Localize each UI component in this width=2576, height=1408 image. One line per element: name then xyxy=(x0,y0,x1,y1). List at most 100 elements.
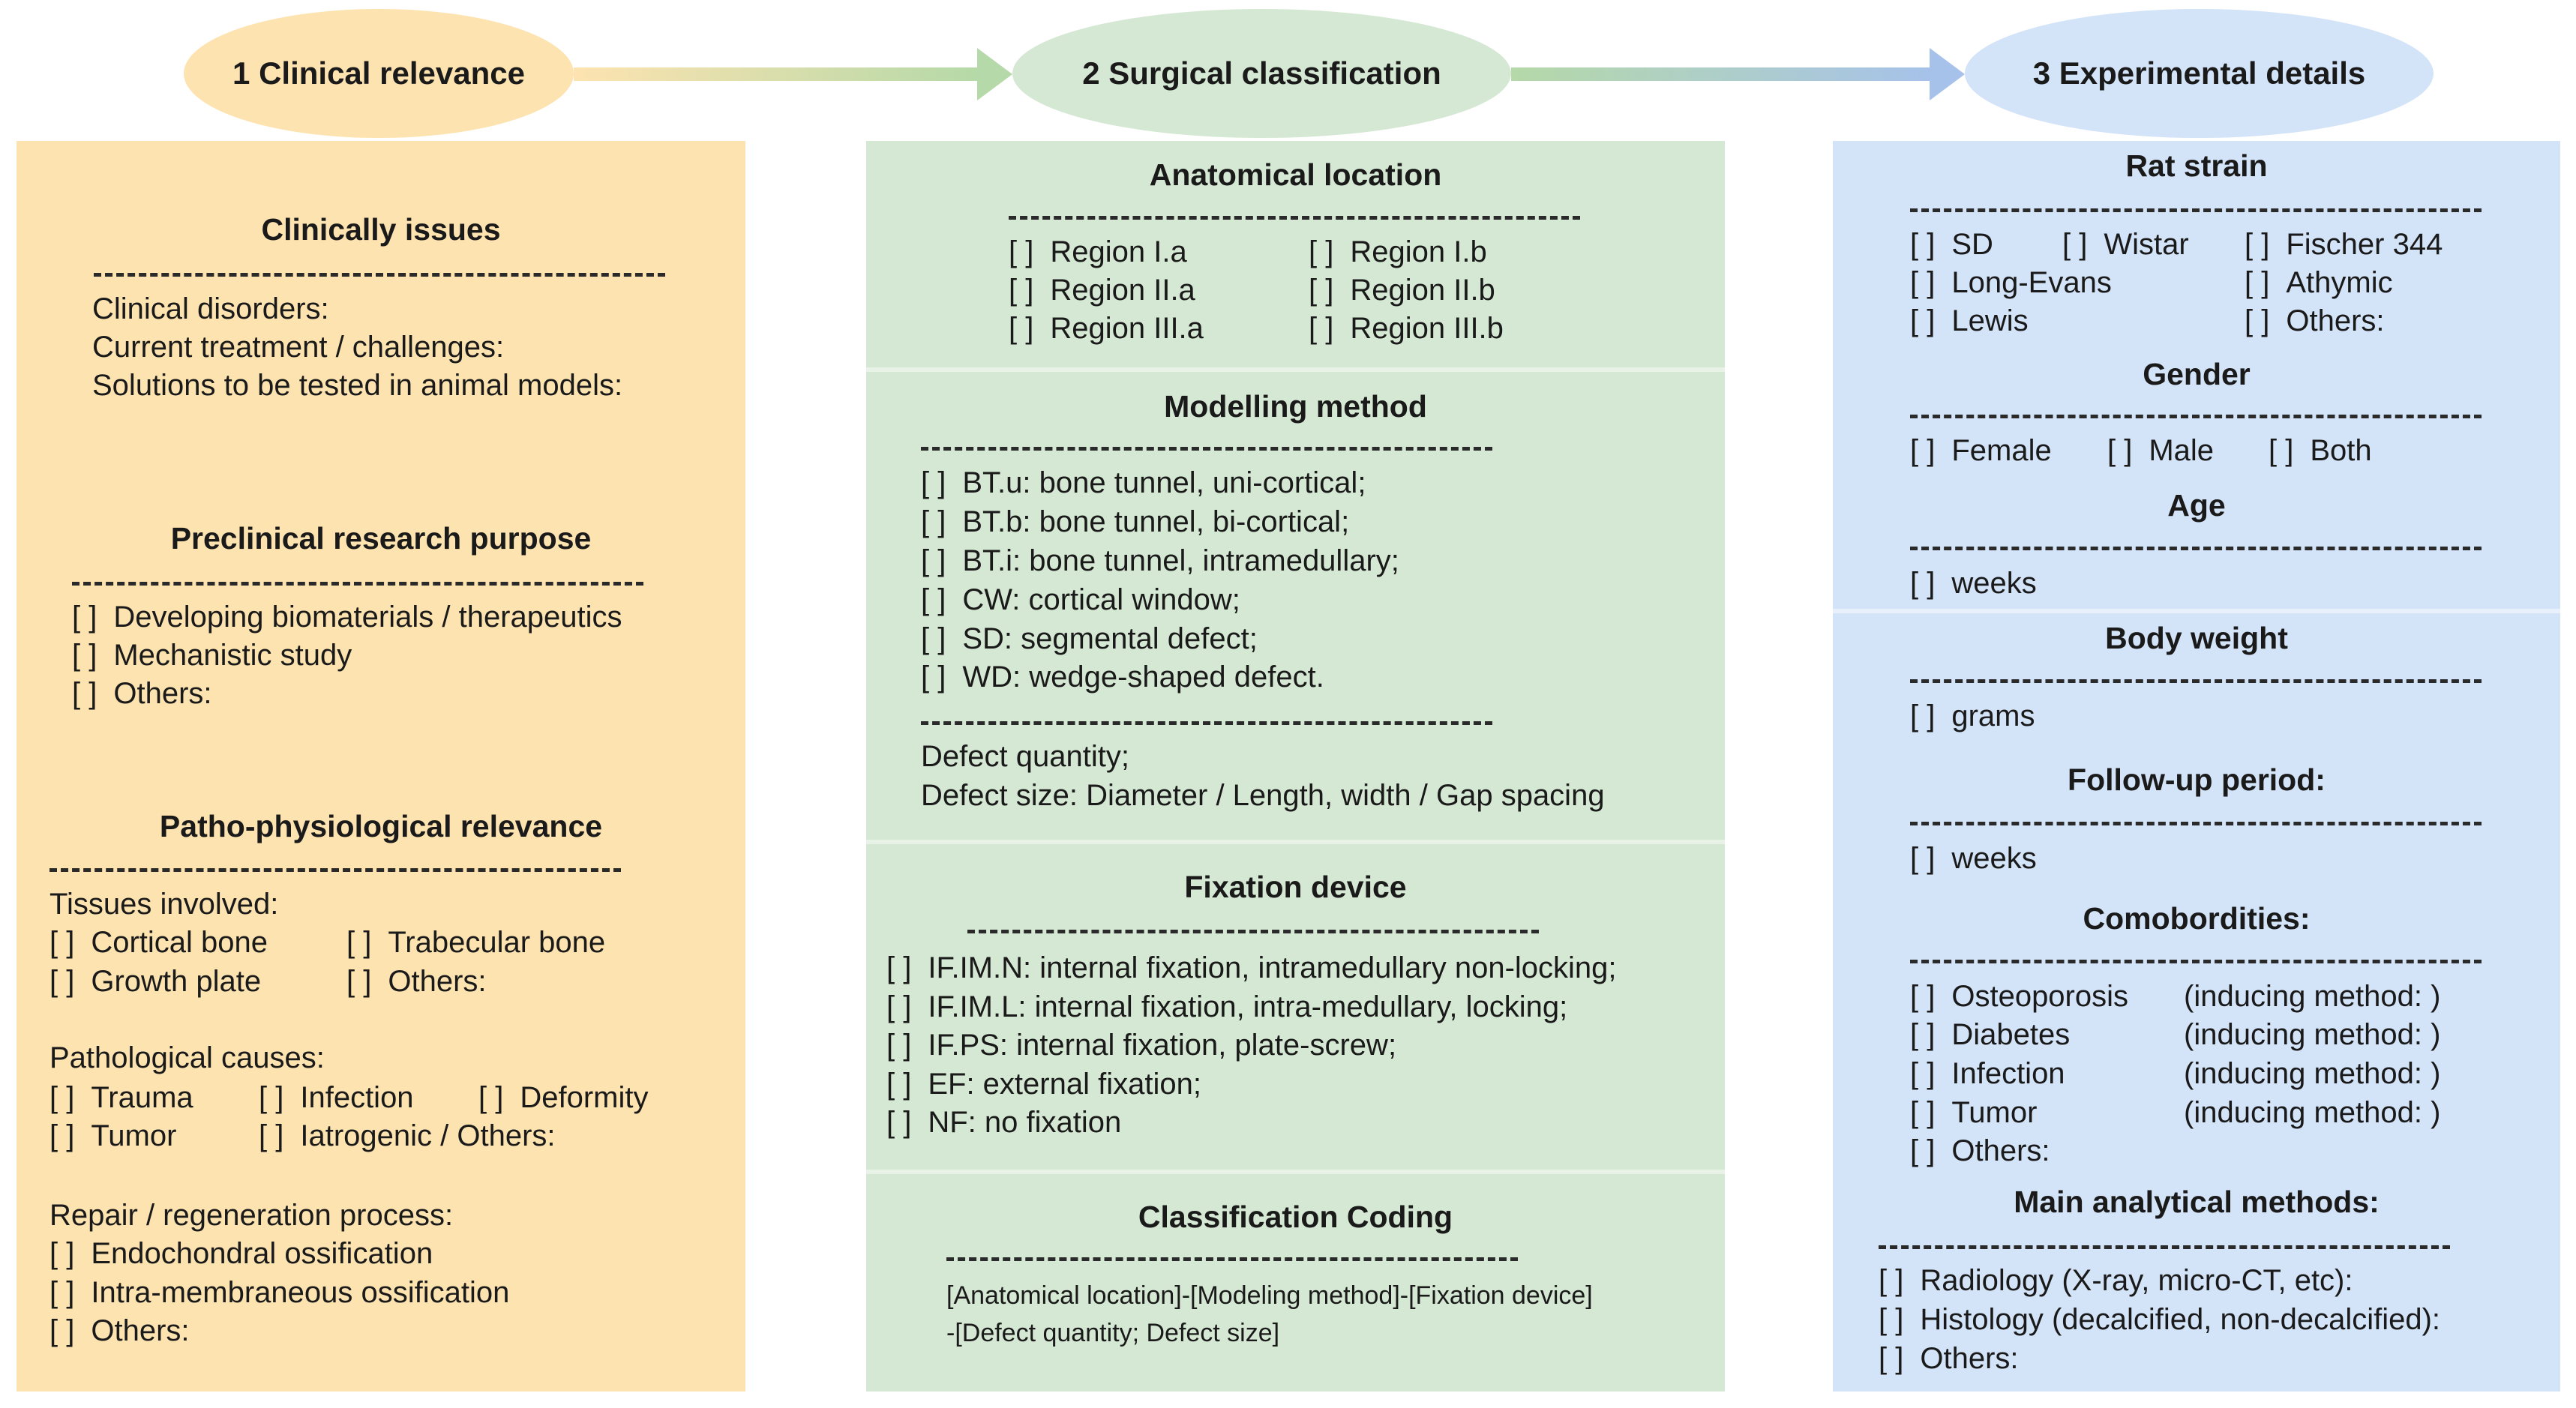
checkbox[interactable]: [ ] xyxy=(921,622,946,655)
cause-option[interactable]: [ ]Trauma xyxy=(49,1079,193,1117)
checkbox[interactable]: [ ] xyxy=(2107,434,2133,467)
checkbox[interactable]: [ ] xyxy=(921,544,946,577)
purpose-option[interactable]: [ ]Others: xyxy=(72,675,212,713)
checkbox[interactable]: [ ] xyxy=(346,926,372,959)
strain-option[interactable]: [ ]Fischer 344 xyxy=(2245,226,2443,264)
checkbox[interactable]: [ ] xyxy=(72,639,97,672)
analysis-option[interactable]: [ ]Histology (decalcified, non-decalcifi… xyxy=(1879,1301,2440,1339)
checkbox[interactable]: [ ] xyxy=(49,1314,75,1347)
modelling-option[interactable]: [ ]CW: cortical window; xyxy=(921,581,1240,619)
checkbox[interactable]: [ ] xyxy=(1009,312,1034,345)
region-option[interactable]: [ ]Region I.a xyxy=(1009,233,1187,271)
region-option[interactable]: [ ]Region III.b xyxy=(1309,310,1504,348)
checkbox[interactable]: [ ] xyxy=(1910,980,1936,1013)
strain-option[interactable]: [ ]Long-Evans xyxy=(1910,264,2112,302)
strain-option[interactable]: [ ]Wistar xyxy=(2062,226,2189,264)
comorbidity-option[interactable]: [ ]Others: xyxy=(1910,1132,2050,1170)
checkbox[interactable]: [ ] xyxy=(1009,235,1034,268)
analysis-option[interactable]: [ ]Others: xyxy=(1879,1340,2019,1378)
checkbox[interactable]: [ ] xyxy=(886,951,912,984)
analysis-option[interactable]: [ ]Radiology (X-ray, micro-CT, etc): xyxy=(1879,1262,2353,1300)
checkbox[interactable]: [ ] xyxy=(1910,228,1936,261)
tissue-option[interactable]: [ ]Growth plate xyxy=(49,963,261,1001)
checkbox[interactable]: [ ] xyxy=(259,1081,284,1114)
comorbidity-option[interactable]: [ ]Infection xyxy=(1910,1055,2065,1093)
gender-option[interactable]: [ ]Male xyxy=(2107,432,2214,470)
cause-option[interactable]: [ ]Infection xyxy=(259,1079,414,1117)
checkbox[interactable]: [ ] xyxy=(2269,434,2294,467)
repair-option[interactable]: [ ]Others: xyxy=(49,1312,190,1350)
tissue-option[interactable]: [ ]Cortical bone xyxy=(49,924,268,962)
checkbox[interactable]: [ ] xyxy=(1910,842,1936,875)
checkbox[interactable]: [ ] xyxy=(2245,228,2270,261)
checkbox[interactable]: [ ] xyxy=(1309,235,1334,268)
checkbox[interactable]: [ ] xyxy=(2245,266,2270,299)
strain-option[interactable]: [ ]SD xyxy=(1910,226,1993,264)
region-option[interactable]: [ ]Region II.a xyxy=(1009,271,1195,310)
checkbox[interactable]: [ ] xyxy=(921,505,946,538)
strain-option[interactable]: [ ]Lewis xyxy=(1910,302,2029,340)
checkbox[interactable]: [ ] xyxy=(1910,304,1936,337)
fixation-option[interactable]: [ ]IF.PS: internal fixation, plate-screw… xyxy=(886,1026,1396,1065)
checkbox[interactable]: [ ] xyxy=(1879,1264,1904,1297)
checkbox[interactable]: [ ] xyxy=(259,1119,284,1152)
purpose-option[interactable]: [ ]Developing biomaterials / therapeutic… xyxy=(72,598,622,637)
purpose-option[interactable]: [ ]Mechanistic study xyxy=(72,637,352,675)
checkbox[interactable]: [ ] xyxy=(1910,1134,1936,1167)
checkbox[interactable]: [ ] xyxy=(886,1106,912,1139)
checkbox[interactable]: [ ] xyxy=(886,1029,912,1062)
fixation-option[interactable]: [ ]IF.IM.N: internal fixation, intramedu… xyxy=(886,949,1617,987)
repair-option[interactable]: [ ]Endochondral ossification xyxy=(49,1235,433,1273)
checkbox[interactable]: [ ] xyxy=(2245,304,2270,337)
checkbox[interactable]: [ ] xyxy=(921,661,946,694)
modelling-option[interactable]: [ ]BT.b: bone tunnel, bi-cortical; xyxy=(921,503,1349,541)
checkbox[interactable]: [ ] xyxy=(1910,700,1936,732)
modelling-option[interactable]: [ ]WD: wedge-shaped defect. xyxy=(921,658,1324,697)
checkbox[interactable]: [ ] xyxy=(49,1276,75,1309)
checkbox[interactable]: [ ] xyxy=(1009,274,1034,307)
tissue-option[interactable]: [ ]Trabecular bone xyxy=(346,924,605,962)
region-option[interactable]: [ ]Region II.b xyxy=(1309,271,1495,310)
comorbidity-option[interactable]: [ ]Diabetes xyxy=(1910,1016,2070,1054)
tissue-option[interactable]: [ ]Others: xyxy=(346,963,487,1001)
checkbox[interactable]: [ ] xyxy=(49,1081,75,1114)
gender-option[interactable]: [ ]Both xyxy=(2269,432,2372,470)
cause-option[interactable]: [ ]Tumor xyxy=(49,1117,176,1155)
age-field[interactable]: [ ]weeks xyxy=(1910,565,2037,603)
modelling-option[interactable]: [ ]BT.u: bone tunnel, uni-cortical; xyxy=(921,464,1366,502)
cause-option[interactable]: [ ]Iatrogenic / Others: xyxy=(259,1117,556,1155)
modelling-option[interactable]: [ ]SD: segmental defect; xyxy=(921,620,1258,658)
checkbox[interactable]: [ ] xyxy=(1910,266,1936,299)
checkbox[interactable]: [ ] xyxy=(478,1081,504,1114)
checkbox[interactable]: [ ] xyxy=(886,1068,912,1101)
cause-option[interactable]: [ ]Deformity xyxy=(478,1079,648,1117)
checkbox[interactable]: [ ] xyxy=(346,965,372,998)
strain-option[interactable]: [ ]Athymic xyxy=(2245,264,2393,302)
followup-field[interactable]: [ ]weeks xyxy=(1910,840,2037,878)
comorbidity-option[interactable]: [ ]Tumor xyxy=(1910,1094,2037,1132)
checkbox[interactable]: [ ] xyxy=(72,677,97,710)
checkbox[interactable]: [ ] xyxy=(49,965,75,998)
checkbox[interactable]: [ ] xyxy=(2062,228,2088,261)
fixation-option[interactable]: [ ]NF: no fixation xyxy=(886,1104,1121,1142)
checkbox[interactable]: [ ] xyxy=(1309,274,1334,307)
checkbox[interactable]: [ ] xyxy=(1309,312,1334,345)
repair-option[interactable]: [ ]Intra-membraneous ossification xyxy=(49,1274,509,1312)
comorbidity-option[interactable]: [ ]Osteoporosis xyxy=(1910,978,2128,1016)
checkbox[interactable]: [ ] xyxy=(72,601,97,634)
checkbox[interactable]: [ ] xyxy=(1910,434,1936,467)
checkbox[interactable]: [ ] xyxy=(49,1237,75,1270)
checkbox[interactable]: [ ] xyxy=(886,990,912,1023)
checkbox[interactable]: [ ] xyxy=(1879,1342,1904,1375)
checkbox[interactable]: [ ] xyxy=(49,1119,75,1152)
checkbox[interactable]: [ ] xyxy=(1910,1057,1936,1090)
checkbox[interactable]: [ ] xyxy=(49,926,75,959)
fixation-option[interactable]: [ ]IF.IM.L: internal fixation, intra-med… xyxy=(886,988,1567,1026)
checkbox[interactable]: [ ] xyxy=(921,583,946,616)
checkbox[interactable]: [ ] xyxy=(1910,567,1936,600)
modelling-option[interactable]: [ ]BT.i: bone tunnel, intramedullary; xyxy=(921,542,1399,580)
checkbox[interactable]: [ ] xyxy=(1879,1303,1904,1336)
region-option[interactable]: [ ]Region I.b xyxy=(1309,233,1487,271)
checkbox[interactable]: [ ] xyxy=(1910,1018,1936,1051)
fixation-option[interactable]: [ ]EF: external fixation; xyxy=(886,1065,1201,1104)
